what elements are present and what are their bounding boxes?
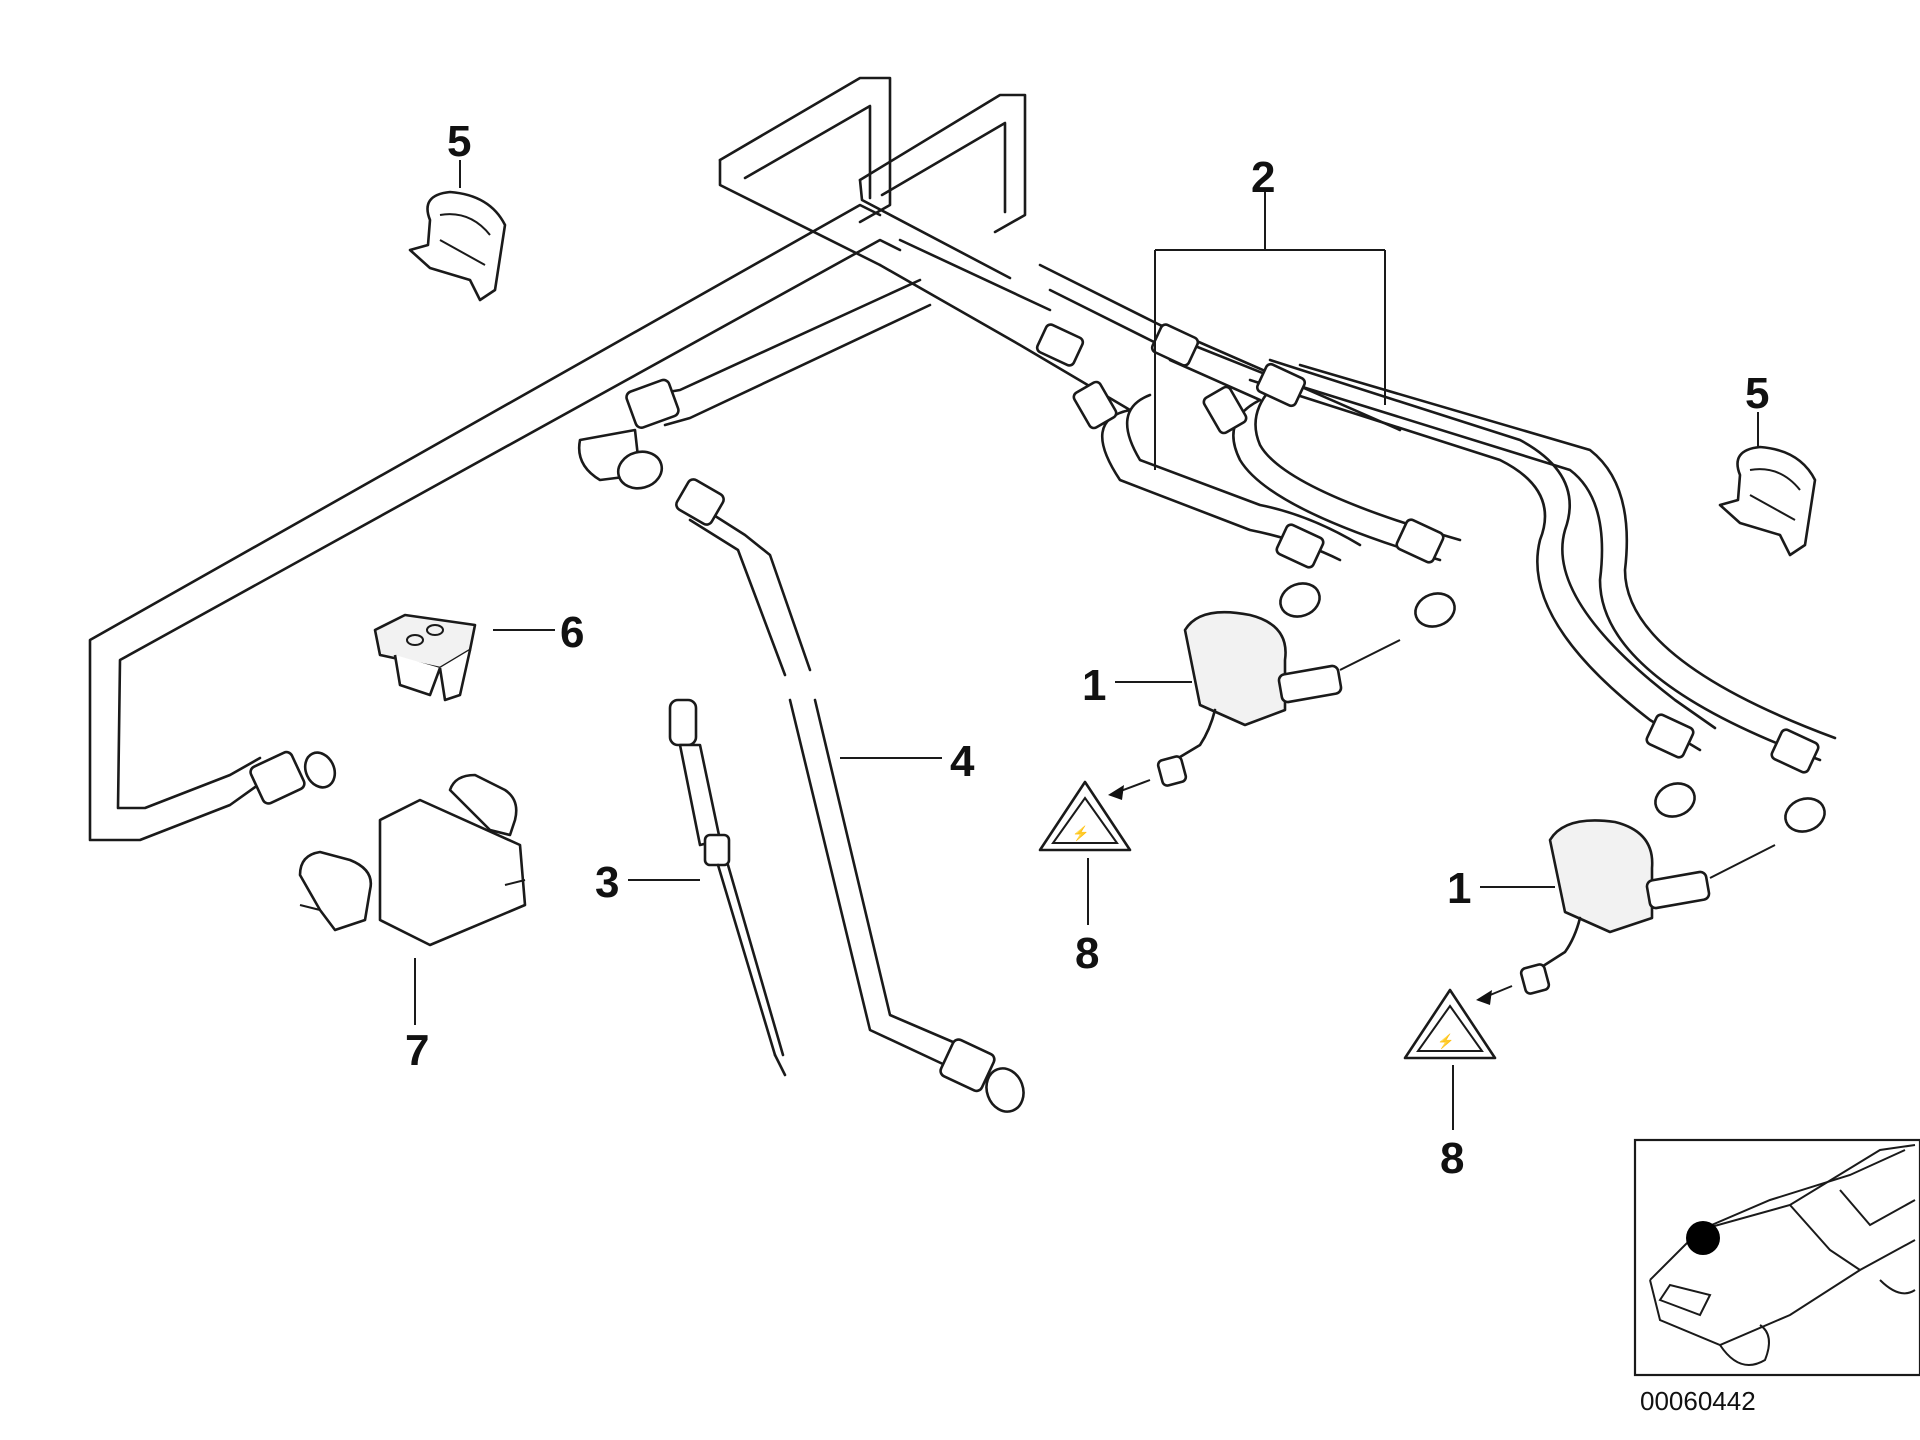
triangle-warning-icon: ⚡ bbox=[1038, 780, 1132, 852]
washer-nozzle-lower[interactable] bbox=[1476, 819, 1776, 1005]
callout-1-upper: 1 bbox=[1082, 661, 1106, 710]
hose-clamp-right[interactable] bbox=[1718, 445, 1817, 557]
clip-part-6[interactable] bbox=[373, 613, 477, 702]
hose-elbow-left[interactable] bbox=[577, 278, 932, 493]
callout-3: 3 bbox=[595, 858, 619, 907]
car-locator-icon bbox=[1649, 1144, 1916, 1366]
diagram-code: 00060442 bbox=[1640, 1386, 1756, 1416]
hose-part-4[interactable] bbox=[674, 477, 1029, 1117]
hose-long-left[interactable] bbox=[88, 203, 902, 842]
svg-text:⚡: ⚡ bbox=[1437, 1033, 1454, 1050]
hose-branch-set[interactable] bbox=[1035, 323, 1837, 837]
heater-element-part-3[interactable] bbox=[668, 698, 787, 1077]
location-marker bbox=[1686, 1221, 1720, 1255]
callout-6: 6 bbox=[560, 608, 584, 657]
callout-5-right: 5 bbox=[1745, 369, 1769, 418]
callout-1-lower: 1 bbox=[1447, 864, 1471, 913]
locator-inset bbox=[1633, 1138, 1920, 1377]
callout-4: 4 bbox=[950, 737, 975, 786]
callout-8-upper: 8 bbox=[1075, 929, 1099, 978]
triangle-warning-icon: ⚡ bbox=[1403, 988, 1497, 1060]
callout-5-upper: 5 bbox=[447, 117, 471, 166]
leader-lines bbox=[414, 160, 1759, 1130]
callout-7: 7 bbox=[405, 1026, 429, 1075]
hose-clamp-upper[interactable] bbox=[408, 190, 507, 302]
callout-2: 2 bbox=[1251, 153, 1275, 202]
bracket-part-7[interactable] bbox=[298, 773, 527, 947]
svg-text:⚡: ⚡ bbox=[1072, 825, 1089, 842]
washer-nozzle-upper[interactable] bbox=[1108, 610, 1401, 800]
callout-8-lower: 8 bbox=[1440, 1134, 1464, 1183]
